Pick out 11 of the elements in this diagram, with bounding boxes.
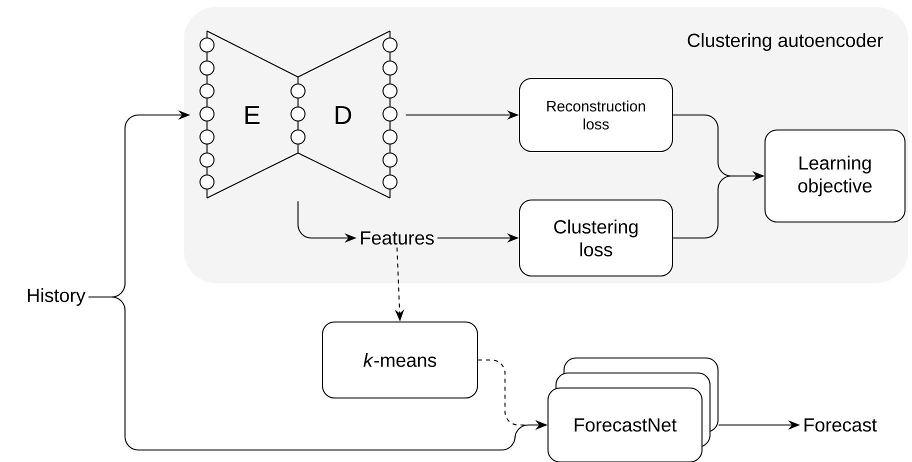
process-box: Learning objective — [764, 129, 906, 223]
panel-heading: Clustering autoencoder — [688, 33, 883, 51]
process-box: k-means — [322, 321, 478, 399]
text-label: History — [28, 288, 86, 306]
process-box: Reconstruction loss — [518, 78, 674, 152]
text-label: Forecast — [804, 418, 877, 432]
stacked-box: ForecastNet — [547, 357, 719, 462]
layer-letter: E — [245, 106, 260, 124]
layer-letter: D — [336, 106, 352, 124]
text-label: Features — [361, 231, 434, 245]
process-box: Clustering loss — [518, 199, 674, 277]
